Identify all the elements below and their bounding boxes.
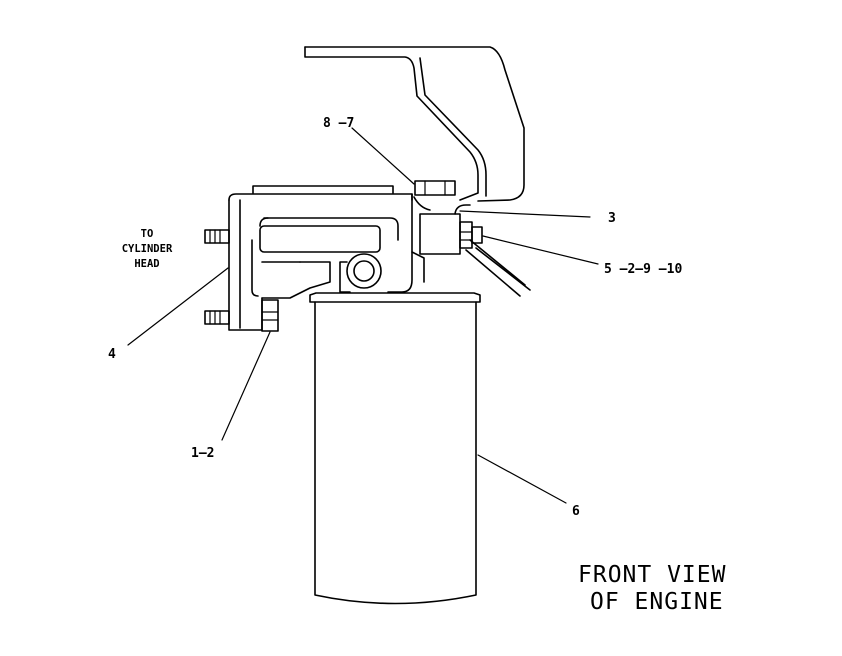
bolt-1-2: [261, 299, 279, 332]
view-title-line-1: FRONT VIEW: [578, 562, 726, 588]
note-line-2: CYLINDER: [122, 243, 173, 255]
callout-5-2-9-10: 5 –2–9 –10: [604, 262, 682, 277]
callout-6: 6: [572, 504, 580, 519]
stud-lower: [204, 310, 230, 325]
callout-1-2: 1–2: [191, 446, 214, 461]
callout-3: 3: [608, 211, 616, 226]
view-title-line-2: OF ENGINE: [590, 589, 724, 615]
view-title: FRONT VIEW OF ENGINE: [578, 562, 726, 615]
stud-upper: [204, 229, 230, 244]
bolt-8-7: [413, 180, 456, 211]
leader-lines: [127, 127, 599, 504]
callout-8-7: 8 –7: [323, 116, 354, 131]
note-line-3: HEAD: [134, 258, 159, 270]
mounting-bracket: [304, 46, 525, 202]
fitting-5: [419, 204, 531, 297]
filter-base: [228, 185, 425, 331]
note-line-1: TO: [141, 228, 154, 240]
callout-4: 4: [108, 347, 116, 362]
filter-canister: [309, 292, 481, 605]
cylinder-head-note: TO CYLINDER HEAD: [122, 228, 173, 270]
